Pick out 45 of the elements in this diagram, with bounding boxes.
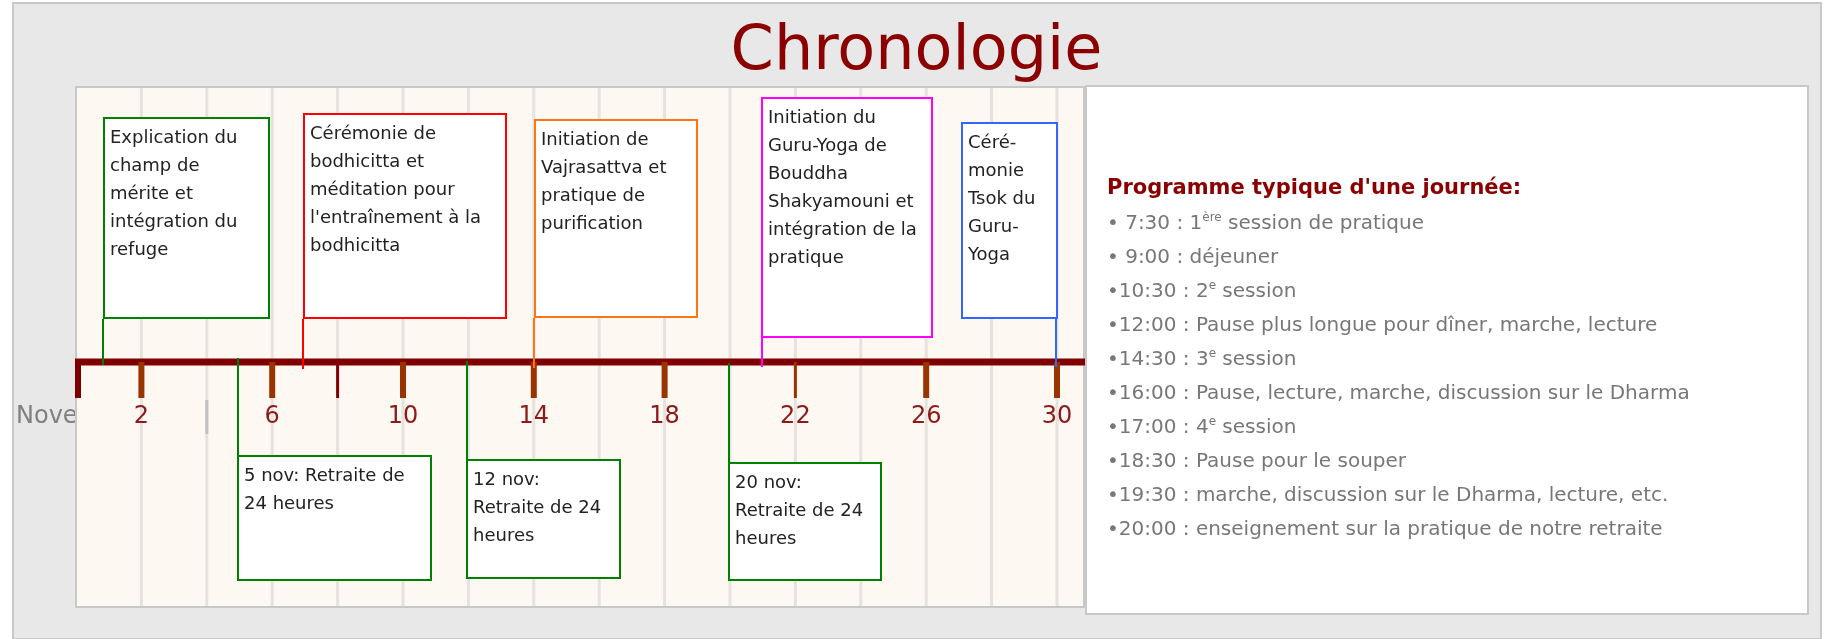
event-box bbox=[466, 459, 621, 579]
tick-label: 22 bbox=[780, 401, 811, 429]
title: Chronologie bbox=[730, 11, 1103, 84]
tick-label: 18 bbox=[649, 401, 680, 429]
event-box bbox=[534, 119, 698, 318]
tick-label: 2 bbox=[133, 401, 150, 429]
event-text: 12 nov: Retraite de 24 heures bbox=[473, 467, 603, 547]
list-item: •18:30 : Pause pour le souper bbox=[1107, 447, 1408, 474]
leader-line bbox=[761, 337, 763, 368]
event-box bbox=[237, 455, 432, 581]
leader-line bbox=[533, 317, 535, 369]
event-text: 5 nov: Retraite de 24 heures bbox=[244, 463, 406, 515]
event-box bbox=[728, 462, 882, 581]
event-box bbox=[303, 113, 507, 319]
event-text: 20 nov: Retraite de 24 heures bbox=[735, 470, 865, 550]
event-text: Cérémonie de bodhicitta et méditation pour l'entraînement à la bodhicitta bbox=[310, 121, 482, 257]
event-box bbox=[103, 117, 270, 319]
leader-line bbox=[466, 360, 468, 460]
event-text: Initiation du Guru-Yoga de Bouddha Shakyamouni et intégration de la pratique bbox=[768, 105, 918, 269]
event-text: Céré-monie Tsok du Guru-Yoga bbox=[968, 130, 1037, 266]
leader-line bbox=[1055, 318, 1057, 368]
tick-label: 6 bbox=[264, 401, 280, 429]
tick-label: 30 bbox=[1041, 401, 1073, 429]
event-text: Explication du champ de mérite et intégration du refuge bbox=[110, 125, 239, 261]
tick-label: 14 bbox=[518, 401, 550, 429]
leader-line bbox=[728, 362, 730, 463]
panel-heading: Programme typique d'une journée: bbox=[1107, 174, 1522, 201]
list-item: • 9:00 : déjeuner bbox=[1107, 243, 1280, 270]
list-item: • 7:30 : 1$^{ère}$ session de pratique bbox=[1107, 209, 1426, 236]
list-item: •16:00 : Pause, lecture, marche, discussion sur le Dharma bbox=[1107, 379, 1691, 406]
list-item: •10:30 : 2$^{e}$ session bbox=[1107, 277, 1298, 304]
info-panel bbox=[1085, 85, 1809, 615]
list-item: •20:00 : enseignement sur la pratique de notre retraite bbox=[1107, 515, 1664, 542]
leader-line bbox=[237, 357, 239, 456]
leader-line bbox=[102, 318, 104, 366]
list-item: •19:30 : marche, discussion sur le Dharma, lecture, etc. bbox=[1107, 481, 1670, 508]
list-item: •12:00 : Pause plus longue pour dîner, marche, lecture bbox=[1107, 311, 1659, 338]
tick-label: 10 bbox=[387, 401, 419, 429]
leader-line bbox=[302, 318, 304, 370]
list-item: •14:30 : 3$^{e}$ session bbox=[1107, 345, 1298, 372]
event-text: Initiation de Vajrasattva et pratique de purification bbox=[541, 127, 668, 235]
list-item: •17:00 : 4$^{e}$ session bbox=[1107, 413, 1298, 440]
event-box bbox=[961, 122, 1058, 319]
event-box bbox=[761, 97, 933, 338]
tick-label: 26 bbox=[910, 401, 942, 429]
